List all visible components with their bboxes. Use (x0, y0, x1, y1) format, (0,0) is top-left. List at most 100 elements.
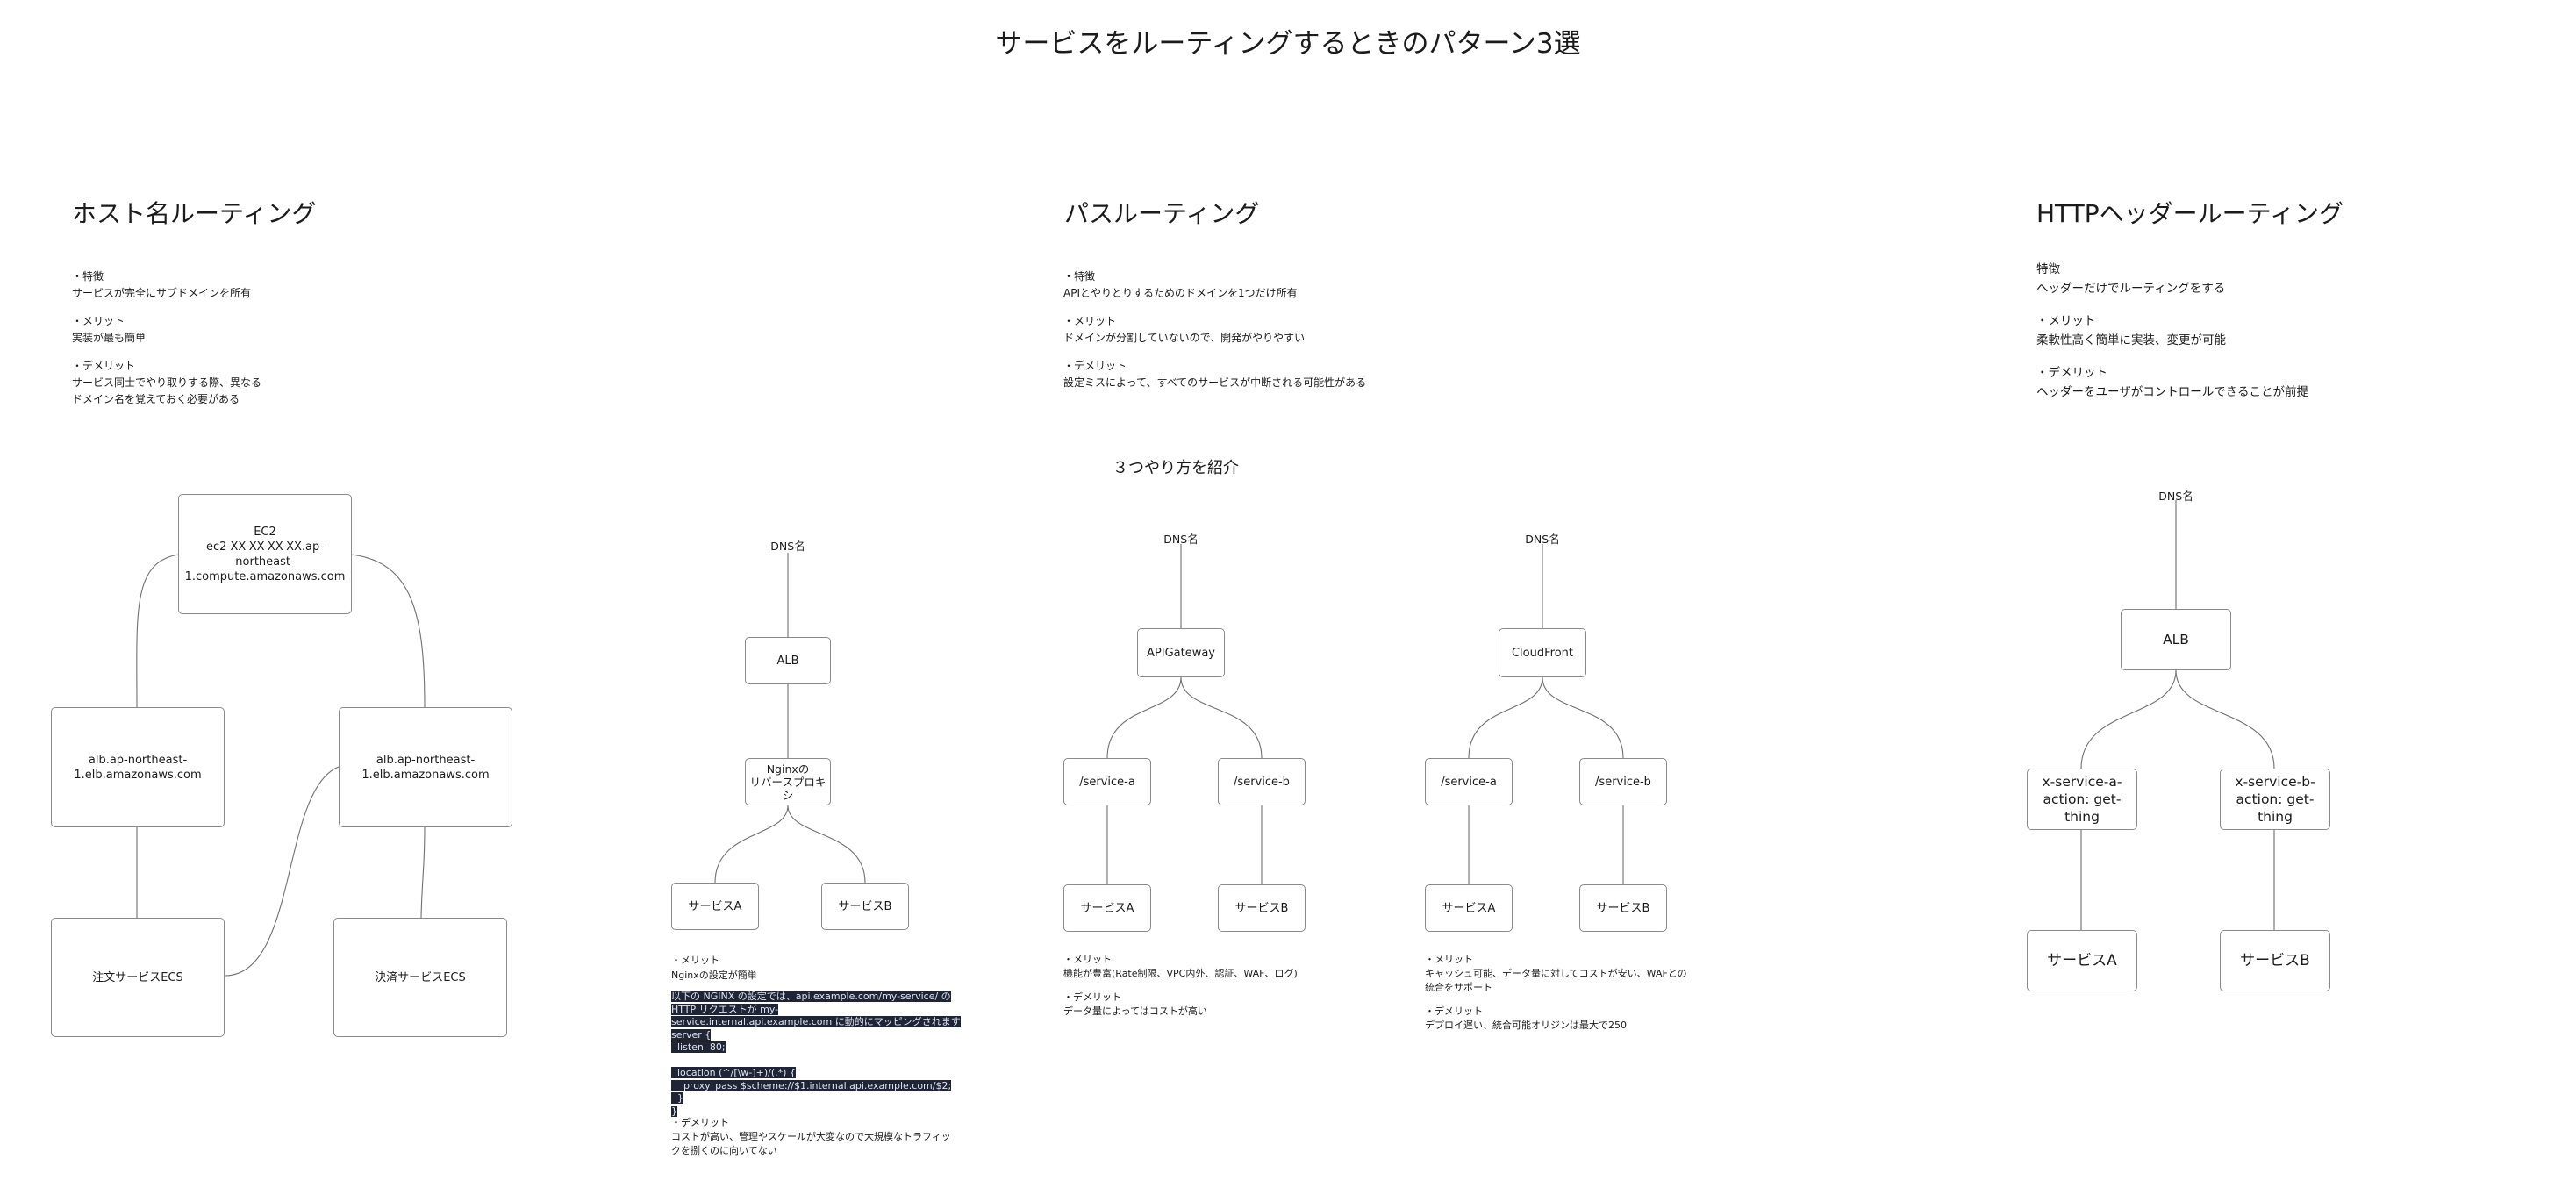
node-label: Nginxの リバースプロキシ (749, 762, 826, 802)
note-label: ・デメリット (1063, 991, 1121, 1003)
code-line: server { (671, 1028, 712, 1041)
note-text: キャッシュ可能、データ量に対してコストが安い、WAFとの (1425, 968, 1687, 979)
nginx-notes: ・メリット Nginxの設定が簡単 (671, 953, 757, 983)
note-text: 機能が豊富(Rate制限、VPC内外、認証、WAF、ログ) (1063, 968, 1298, 979)
note-text: Nginxの設定が簡単 (671, 970, 757, 981)
node-label: /service-b (1234, 775, 1290, 789)
code-line: HTTP リクエストが my- (671, 1003, 779, 1015)
note-text: 設定ミスによって、すべてのサービスが中断される可能性がある (1063, 376, 1367, 389)
note-label: ・デメリット (2036, 366, 2107, 380)
node-label: ALB (776, 654, 799, 668)
note-text: ヘッダーだけでルーティングをする (2036, 282, 2226, 296)
note-text: サービスが完全にサブドメインを所有 (72, 287, 252, 299)
connector (225, 766, 340, 977)
node-label: サービスB (1234, 901, 1289, 915)
node-label: サービスB (2240, 952, 2310, 970)
node-label: サービスA (688, 899, 742, 913)
cloudfront-service-b-node[interactable]: サービスB (1579, 884, 1667, 932)
cloudfront-node[interactable]: CloudFront (1499, 628, 1586, 677)
note-label: ・特徴 (72, 270, 104, 283)
order-service-ecs-node[interactable]: 注文サービスECS (51, 918, 225, 1037)
node-label: /service-a (1441, 775, 1497, 789)
alb-payment-node[interactable]: alb.ap-northeast-1.elb.amazonaws.com (339, 707, 512, 827)
code-line: location (^/[\w-]+)/(.*) { (671, 1067, 796, 1078)
note-label: ・特徴 (1063, 270, 1096, 283)
note-label: ・メリット (671, 955, 719, 966)
header-alb-node[interactable]: ALB (2121, 609, 2231, 670)
code-line: proxy_pass $scheme://$1.internal.api.exa… (671, 1079, 952, 1091)
node-label: サービスB (1596, 901, 1650, 915)
code-line: } (671, 1092, 683, 1104)
note-text: ヘッダーをユーザがコントロールできることが前提 (2036, 385, 2308, 399)
host-routing-notes: ・特徴 サービスが完全にサブドメインを所有 ・メリット 実装が最も簡単 ・デメリ… (72, 268, 261, 408)
note-text: 統合をサポート (1425, 982, 1492, 993)
note-text: クを捌くのに向いてない (671, 1145, 777, 1156)
node-label: サービスB (838, 899, 892, 913)
apigw-route-a-node[interactable]: /service-a (1063, 758, 1151, 805)
node-label: alb.ap-northeast-1.elb.amazonaws.com (361, 753, 490, 782)
note-label: ・メリット (1063, 315, 1117, 327)
note-text: 実装が最も簡単 (72, 332, 147, 344)
header-service-b-node[interactable]: サービスB (2220, 930, 2330, 991)
code-line: service.internal.api.example.com に動的にマッピ… (671, 1016, 961, 1027)
nginx-service-a-node[interactable]: サービスA (671, 883, 759, 930)
connector (1468, 676, 1543, 759)
node-label: サービスA (1442, 901, 1496, 915)
node-label: 決済サービスECS (375, 970, 466, 984)
header-service-a-node[interactable]: サービスA (2027, 930, 2137, 991)
code-line: listen 80; (671, 1041, 726, 1053)
note-text: ドメインが分割していないので、開発がやりやすい (1063, 332, 1306, 344)
note-text: デプロイ遅い、統合可能オリジンは最大で250 (1425, 1020, 1627, 1031)
dns-label: DNS名 (1163, 533, 1199, 546)
header-a-node[interactable]: x-service-a- action: get-thing (2027, 769, 2137, 830)
node-label: /service-b (1595, 775, 1651, 789)
note-text: ドメイン名を覚えておく必要がある (72, 393, 240, 405)
nginx-demerit-notes: ・デメリット コストが高い、管理やスケールが大変なので大規模なトラフィッ クを捌… (671, 1116, 951, 1158)
path-routing-heading: パスルーティング (1064, 199, 1260, 228)
connector (420, 826, 426, 919)
code-line: } (671, 1105, 677, 1117)
cloudfront-route-b-node[interactable]: /service-b (1579, 758, 1667, 805)
nginx-config-code: 以下の NGINX の設定では、api.example.com/my-servi… (671, 991, 961, 1118)
code-line: 以下の NGINX の設定では、api.example.com/my-servi… (671, 991, 951, 1002)
connector (136, 554, 180, 708)
payment-service-ecs-node[interactable]: 決済サービスECS (333, 918, 507, 1037)
header-b-node[interactable]: x-service-b- action: get-thing (2220, 769, 2330, 830)
alb-order-node[interactable]: alb.ap-northeast-1.elb.amazonaws.com (51, 707, 225, 827)
cloudfront-service-a-node[interactable]: サービスA (1425, 884, 1513, 932)
node-label: alb.ap-northeast-1.elb.amazonaws.com (74, 753, 202, 782)
note-text: コストが高い、管理やスケールが大変なので大規模なトラフィッ (671, 1131, 951, 1142)
apigateway-node[interactable]: APIGateway (1137, 628, 1225, 677)
note-text: サービス同士でやり取りする際、異なる (72, 376, 262, 389)
cloudfront-notes: ・メリット キャッシュ可能、データ量に対してコストが安い、WAFとの 統合をサポ… (1425, 953, 1687, 1033)
dns-label: DNS名 (770, 540, 805, 553)
path-subheading: ３つやり方を紹介 (1113, 459, 1239, 477)
connector (1180, 676, 1263, 759)
cloudfront-route-a-node[interactable]: /service-a (1425, 758, 1513, 805)
nginx-alb-node[interactable]: ALB (745, 637, 831, 684)
nginx-service-b-node[interactable]: サービスB (821, 883, 909, 930)
node-label: /service-a (1079, 775, 1135, 789)
note-label: ・デメリット (1425, 1005, 1483, 1017)
node-label: x-service-b- action: get-thing (2235, 774, 2315, 825)
ec2-node[interactable]: EC2 ec2-XX-XX-XX-XX.ap-northeast-1.compu… (178, 494, 352, 614)
header-routing-notes: 特徴 ヘッダーだけでルーティングをする ・メリット 柔軟性高く簡単に実装、変更が… (2036, 260, 2308, 402)
note-label: ・メリット (2036, 314, 2096, 328)
header-routing-heading: HTTPヘッダールーティング (2036, 199, 2343, 228)
apigw-service-b-node[interactable]: サービスB (1218, 884, 1306, 932)
connector (2080, 669, 2177, 769)
host-routing-heading: ホスト名ルーティング (72, 199, 317, 228)
connector (714, 805, 789, 884)
apigw-service-a-node[interactable]: サービスA (1063, 884, 1151, 932)
connector (2175, 669, 2275, 769)
connector (350, 554, 426, 708)
node-label: x-service-a- action: get-thing (2042, 774, 2122, 825)
connector (1106, 676, 1182, 759)
dns-label: DNS名 (1525, 533, 1560, 546)
note-label: ・メリット (72, 315, 125, 327)
note-label: ・デメリット (671, 1117, 729, 1128)
note-label: ・デメリット (1063, 360, 1127, 372)
nginx-reverse-proxy-node[interactable]: Nginxの リバースプロキシ (745, 758, 831, 805)
apigw-route-b-node[interactable]: /service-b (1218, 758, 1306, 805)
